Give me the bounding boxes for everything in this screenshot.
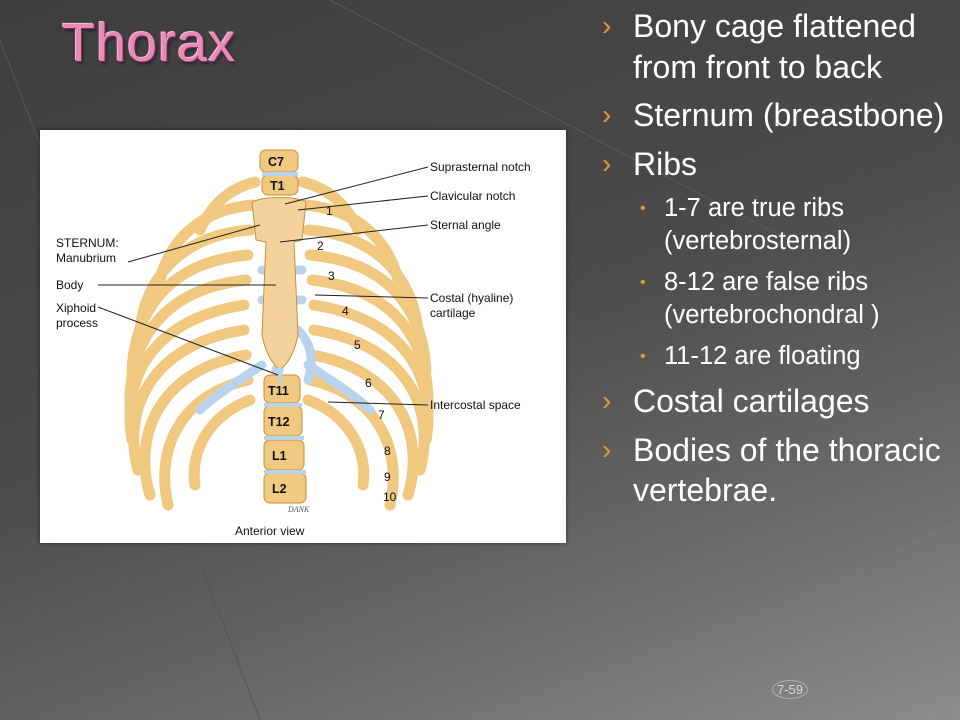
label-costal-cartilage: Costal (hyaline) (430, 291, 513, 305)
sub-bullet-item: • 11-12 are floating (600, 340, 955, 373)
label-manubrium: Manubrium (56, 251, 116, 265)
sub-bullet-marker: • (640, 192, 646, 225)
bullet-text: Costal cartilages (633, 383, 870, 419)
vertebra-label: C7 (268, 155, 284, 169)
rib-number: 4 (342, 304, 349, 318)
vertebra-label: T11 (268, 384, 289, 398)
rib-number: 6 (365, 376, 372, 390)
sub-bullet-text: 11-12 are floating (664, 342, 861, 370)
rib-number: 3 (328, 269, 335, 283)
vertebra-label: L1 (272, 449, 287, 463)
bullet-marker: › (602, 144, 611, 185)
label-xiphoid-process: process (56, 316, 98, 330)
bullet-list: › Bony cage flattened from front to back… (600, 6, 955, 511)
rib-number: 1 (326, 204, 333, 218)
rib-number: 5 (354, 338, 361, 352)
label-sternum-heading: STERNUM: (56, 236, 119, 250)
rib-number: 7 (378, 408, 385, 422)
sub-bullet-item: • 1-7 are true ribs (vertebrosternal) (600, 192, 955, 258)
sub-bullet-text: 8-12 are false ribs (vertebrochondral ) (664, 268, 879, 329)
label-suprasternal-notch: Suprasternal notch (430, 160, 531, 174)
rib-cage-illustration: C7 T1 T11 T12 L1 L2 1 2 3 4 5 6 7 8 9 10… (40, 130, 566, 543)
label-costal-cartilage-2: cartilage (430, 306, 476, 320)
bullet-item: › Sternum (breastbone) (600, 95, 955, 136)
label-anterior-view: Anterior view (235, 524, 305, 538)
vertebra-label: T12 (268, 415, 290, 429)
bullet-marker: › (602, 381, 611, 422)
bullet-marker: › (602, 6, 611, 47)
bullet-item: › Bony cage flattened from front to back (600, 6, 955, 87)
bullet-item: › Bodies of the thoracic vertebrae. (600, 430, 955, 511)
page-number: 7-59 (772, 680, 808, 699)
rib-number: 9 (384, 470, 391, 484)
artist-signature: DANK (287, 505, 310, 514)
rib-number: 8 (384, 444, 391, 458)
label-intercostal-space: Intercostal space (430, 398, 521, 412)
bullet-text: Bodies of the thoracic vertebrae. (633, 432, 941, 509)
sub-bullet-item: • 8-12 are false ribs (vertebrochondral … (600, 266, 955, 332)
vertebra-label: T1 (270, 179, 285, 193)
label-xiphoid: Xiphoid (56, 301, 96, 315)
bullet-marker: › (602, 430, 611, 471)
bullet-text: Sternum (breastbone) (633, 97, 944, 133)
thorax-anatomy-figure: C7 T1 T11 T12 L1 L2 1 2 3 4 5 6 7 8 9 10… (40, 130, 566, 543)
rib-cage-drawing (98, 150, 428, 505)
vertebra-label: L2 (272, 482, 287, 496)
rib-number: 10 (383, 490, 397, 504)
label-clavicular-notch: Clavicular notch (430, 189, 515, 203)
bullet-text: Ribs (633, 146, 697, 182)
bullet-marker: › (602, 95, 611, 136)
slide-title: Thorax (62, 12, 236, 74)
label-sternal-angle: Sternal angle (430, 218, 501, 232)
sub-bullet-marker: • (640, 340, 646, 373)
bullet-item: › Costal cartilages (600, 381, 955, 422)
sub-bullet-marker: • (640, 266, 646, 299)
bullet-text: Bony cage flattened from front to back (633, 8, 916, 85)
sub-bullet-text: 1-7 are true ribs (vertebrosternal) (664, 194, 851, 255)
rib-number: 2 (317, 239, 324, 253)
label-body: Body (56, 278, 83, 292)
bullet-item: › Ribs (600, 144, 955, 185)
